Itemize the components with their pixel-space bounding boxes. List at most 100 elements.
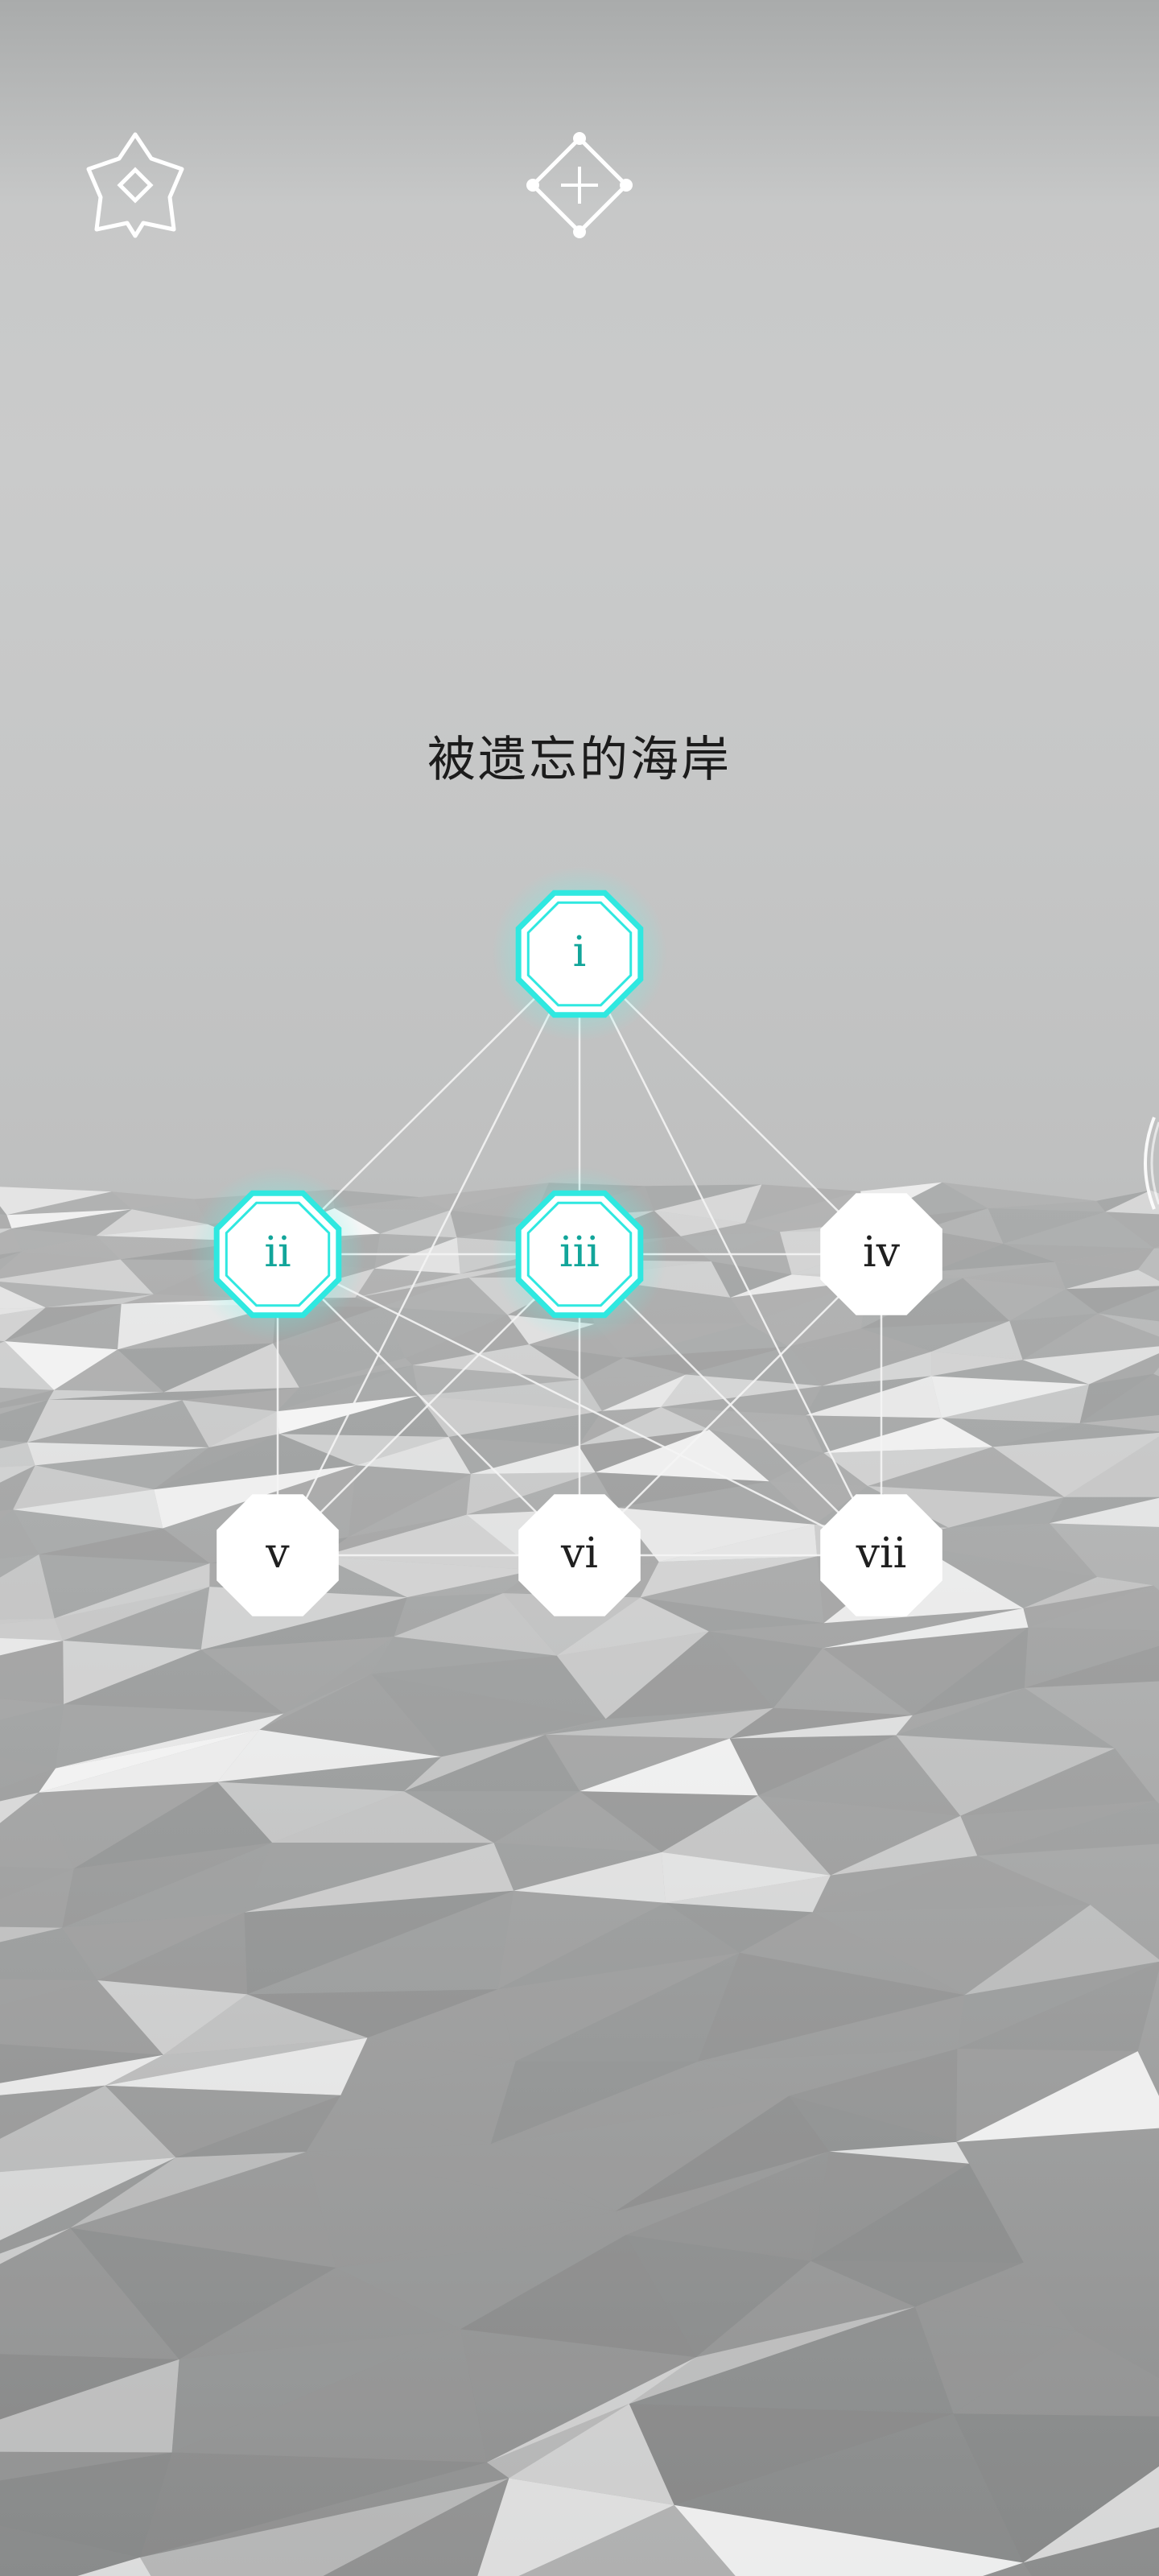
sea-facet xyxy=(1154,1246,1159,1249)
sea-facet xyxy=(0,1341,55,1390)
sea-facet xyxy=(758,1795,961,1876)
sea-facet xyxy=(594,1323,749,1358)
sea-facet xyxy=(334,1208,450,1234)
sea-facet xyxy=(470,1445,596,1474)
sea-facet xyxy=(686,1346,823,1386)
sea-facet xyxy=(140,2462,509,2557)
sea-facet xyxy=(698,2049,958,2096)
sea-facet xyxy=(0,1926,63,1942)
sea-facet xyxy=(259,1674,372,1730)
sea-facet xyxy=(0,1307,46,1342)
sea-facet xyxy=(711,1261,792,1298)
sea-facet xyxy=(466,1472,596,1515)
sea-facet xyxy=(0,2044,163,2083)
sea-facet xyxy=(0,1251,22,1270)
sea-facet xyxy=(729,1715,913,1739)
sea-facet xyxy=(912,1627,1029,1715)
node-iv[interactable]: iv xyxy=(813,1186,950,1323)
sea-facet xyxy=(0,1637,64,1656)
sea-facet xyxy=(0,1228,22,1255)
node-i[interactable]: i xyxy=(491,865,668,1042)
sea-facet xyxy=(404,1734,580,1792)
side-drawer-handle[interactable] xyxy=(1130,1111,1159,1216)
sea-facet xyxy=(56,1713,284,1769)
sea-facet xyxy=(56,1704,284,1769)
sea-facet xyxy=(812,1856,1091,1913)
sea-facet xyxy=(497,1890,666,1990)
sea-facet xyxy=(822,1352,932,1386)
sea-facet xyxy=(163,1387,299,1401)
sea-facet xyxy=(277,1364,419,1412)
sea-facet xyxy=(805,1415,942,1453)
sea-facet xyxy=(340,2037,516,2095)
sea-facet xyxy=(182,1387,299,1412)
sea-facet xyxy=(380,1210,457,1238)
sea-facets xyxy=(0,1182,1159,2576)
sea-facet xyxy=(515,1952,740,2062)
sea-facet xyxy=(920,1523,1098,1577)
sea-facet xyxy=(1064,1436,1159,1497)
sea-facet xyxy=(920,1546,1098,1608)
sea-facet xyxy=(744,1184,861,1224)
sea-facet xyxy=(948,1496,1065,1528)
sea-facet xyxy=(1022,1313,1159,1360)
sea-facet xyxy=(367,1989,516,2062)
sea-facet xyxy=(0,1618,64,1641)
node-vi[interactable]: vi xyxy=(511,1487,648,1624)
sea-facet xyxy=(1079,1373,1154,1423)
settings-octagon-icon xyxy=(86,132,184,238)
sea-facet xyxy=(868,1486,1065,1528)
node-vii[interactable]: vii xyxy=(813,1487,950,1624)
sea-facet xyxy=(931,1261,1055,1278)
sea-facet xyxy=(518,2504,736,2576)
sea-facet xyxy=(336,2235,626,2330)
settings-button[interactable] xyxy=(75,125,196,246)
sea-facet xyxy=(665,1875,831,1913)
sea-facet xyxy=(418,1395,602,1437)
sea-facet xyxy=(0,1228,12,1233)
sea-facet xyxy=(48,1389,164,1400)
sea-facet xyxy=(419,1183,549,1211)
level-select-button[interactable] xyxy=(519,125,640,246)
sea-facet xyxy=(27,1442,209,1466)
sea-facet xyxy=(35,1447,209,1490)
sea-facet xyxy=(964,1905,1159,1996)
sea-facet xyxy=(277,1364,413,1412)
sea-facet xyxy=(661,1852,831,1903)
sea-facet xyxy=(661,1406,806,1430)
node-ii[interactable]: ii xyxy=(189,1166,366,1343)
sea-facet xyxy=(509,2404,674,2505)
sea-facet xyxy=(0,1509,39,1559)
sea-facet xyxy=(868,1447,1065,1497)
sea-facet xyxy=(460,2235,696,2358)
sea-facet xyxy=(1009,1289,1099,1321)
sea-facet xyxy=(493,1791,662,1852)
sea-facet xyxy=(580,1791,758,1852)
sea-facet xyxy=(140,2452,487,2557)
sea-facet xyxy=(823,1608,1029,1649)
node-v[interactable]: v xyxy=(209,1487,346,1624)
sea-facet xyxy=(381,1278,508,1315)
sea-facet xyxy=(371,1674,606,1757)
sea-facet xyxy=(1023,1585,1154,1628)
sea-facet xyxy=(931,1320,1023,1360)
sea-facet xyxy=(244,1843,514,1913)
sea-facet xyxy=(13,1489,163,1529)
sea-facet xyxy=(340,2061,516,2145)
sea-facet xyxy=(923,1208,1004,1244)
node-octagon-shape xyxy=(820,1494,942,1616)
sea-facet xyxy=(97,1980,248,2055)
sea-facet xyxy=(595,1472,769,1508)
sea-facet xyxy=(0,2451,172,2481)
sea-facet xyxy=(321,1514,467,1557)
sea-facet xyxy=(0,2525,140,2576)
sea-facet xyxy=(992,1432,1159,1497)
sea-facet xyxy=(105,2037,368,2086)
sea-facet xyxy=(441,1719,606,1757)
sea-facet xyxy=(729,1707,913,1739)
sea-facet xyxy=(182,1400,277,1447)
sea-facet xyxy=(769,1481,868,1525)
node-iii[interactable]: iii xyxy=(491,1166,668,1343)
sea-facet xyxy=(788,1346,932,1386)
sea-facet xyxy=(829,2141,969,2164)
